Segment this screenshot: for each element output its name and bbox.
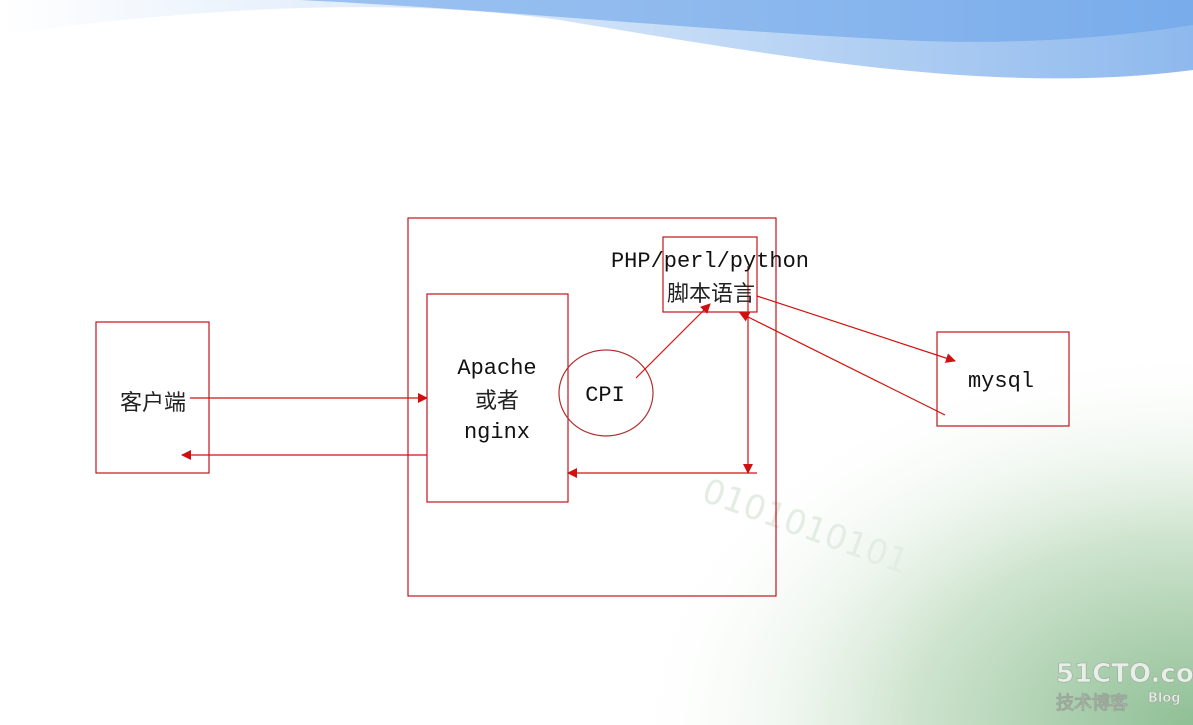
arrow-script-to-mysql [756, 295, 956, 363]
arrow-cgi-to-script [635, 303, 711, 379]
server-label-2: 或者 [475, 389, 519, 414]
script-label-1: PHP/perl/python [611, 249, 809, 274]
mysql-label: mysql [968, 369, 1034, 394]
51cto-logo: 51CTO.com 技术博客 Blog [1056, 659, 1193, 715]
server-label-3: nginx [464, 420, 530, 445]
svg-text:51CTO.com: 51CTO.com [1056, 659, 1193, 689]
cgi-label: CPI [585, 383, 625, 408]
server-label-1: Apache [457, 356, 536, 381]
server-container-box [407, 217, 777, 597]
cgi-circle [558, 349, 654, 437]
svg-text:Blog: Blog [1148, 691, 1181, 706]
green-texture [560, 300, 1193, 725]
arrow-mysql-to-script [739, 312, 946, 416]
svg-text:技术博客: 技术博客 [1056, 692, 1129, 714]
mysql-box [936, 331, 1070, 427]
client-label: 客户端 [120, 391, 186, 416]
script-label-2: 脚本语言 [667, 282, 755, 307]
